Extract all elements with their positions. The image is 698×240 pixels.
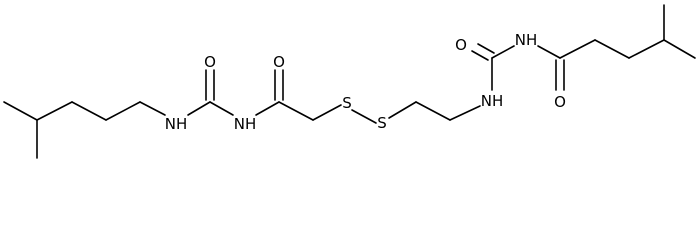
atom-o-3: O	[455, 36, 467, 54]
bond	[105, 101, 141, 121]
bond	[209, 101, 234, 116]
acyl-group	[255, 69, 342, 121]
left-alkyl-chain	[3, 101, 166, 159]
double-bond	[471, 50, 489, 61]
ethyl-linker	[388, 101, 481, 121]
bond	[663, 39, 696, 59]
atom-nh-1: NH	[165, 115, 188, 133]
bond	[312, 104, 342, 121]
bond	[449, 105, 481, 121]
bond	[594, 39, 630, 59]
bond	[351, 109, 377, 124]
bond	[139, 101, 166, 116]
atom-nh-4: NH	[515, 31, 538, 49]
bond	[36, 101, 73, 121]
right-urea-group	[471, 43, 515, 91]
atom-nh-2: NH	[234, 115, 257, 133]
bond	[187, 101, 211, 116]
bond	[388, 101, 417, 119]
bond	[537, 45, 561, 59]
atom-s-2: S	[377, 114, 387, 132]
atom-s-1: S	[342, 94, 352, 112]
left-urea-group	[187, 69, 234, 116]
bond	[278, 101, 314, 121]
atom-o-2: O	[273, 53, 285, 71]
disulfide-bridge	[351, 109, 377, 124]
chemical-structure-diagram: NH O NH O S S NH O NH O	[3, 4, 696, 159]
bond	[559, 39, 596, 59]
bond	[71, 101, 107, 121]
atom-o-1: O	[204, 53, 216, 71]
bond	[415, 101, 451, 121]
bond	[628, 39, 665, 59]
right-acyl-chain	[537, 4, 696, 91]
atom-nh-3: NH	[481, 92, 504, 110]
bond	[3, 101, 38, 121]
atom-o-4: O	[554, 93, 566, 111]
atom-labels: NH O NH O S S NH O NH O	[165, 31, 566, 133]
double-bond	[477, 43, 495, 54]
bond	[491, 45, 515, 59]
bond	[255, 101, 280, 116]
